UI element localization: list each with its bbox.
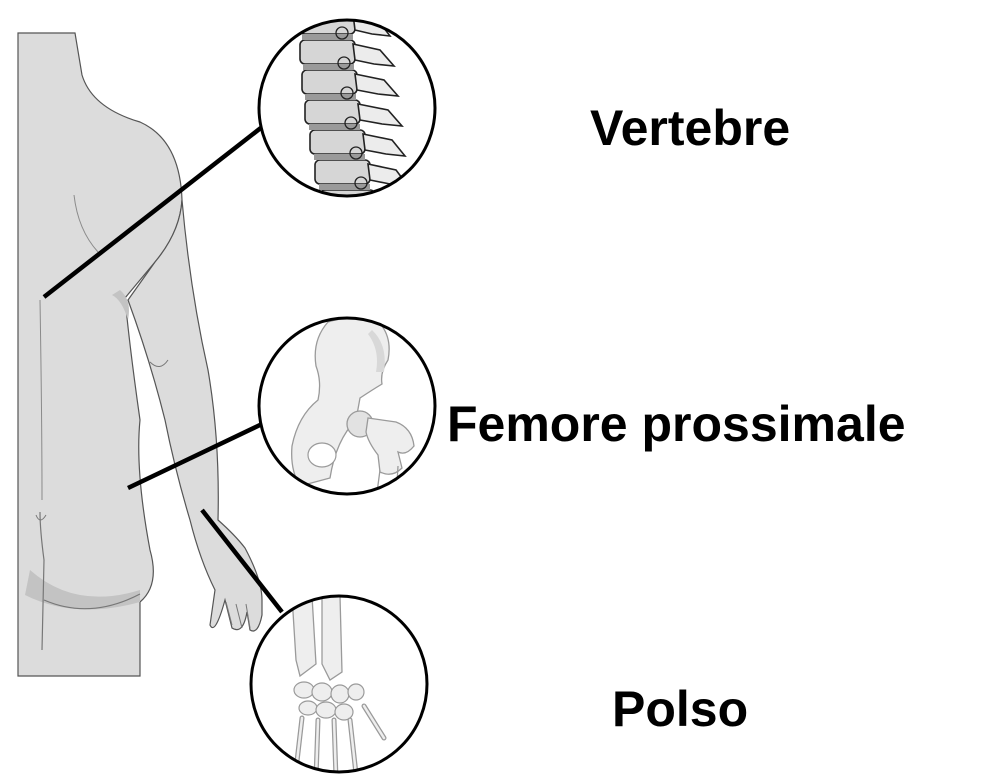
obturator-foramen [308,443,336,467]
wrist-hand-detail-icon [251,596,427,778]
ulna-bone [322,596,342,680]
label-vertebre: Vertebre [590,103,790,153]
spine-detail-icon [259,10,435,214]
hip-femur-detail-icon [259,318,435,500]
label-polso: Polso [612,684,748,734]
body-back-silhouette-icon [18,33,262,676]
label-femore-prossimale: Femore prossimale [447,399,906,449]
